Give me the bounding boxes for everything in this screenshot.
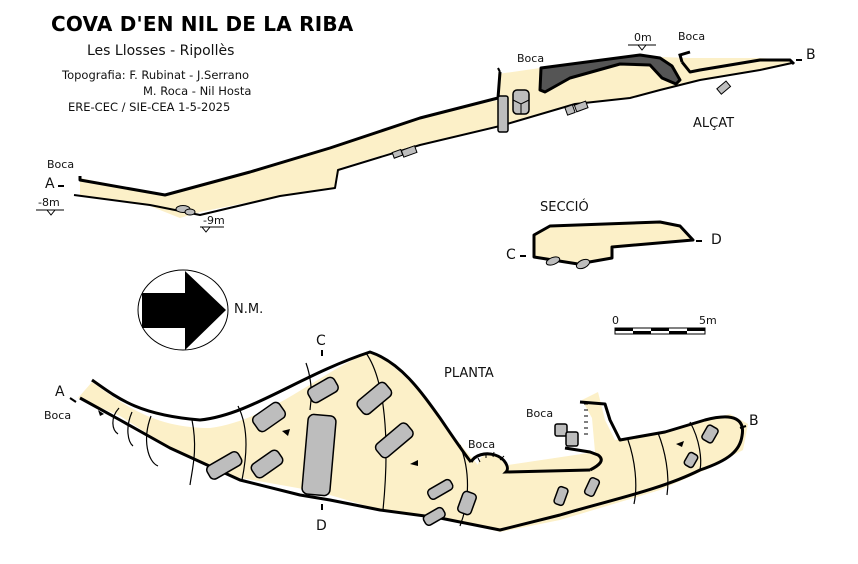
section-point-c: C <box>506 247 516 263</box>
plan-point-d: D <box>316 518 327 534</box>
organization-date: ERE-CEC / SIE-CEA 1-5-2025 <box>68 100 231 114</box>
survey-location: Les Llosses - Ripollès <box>87 43 235 59</box>
north-label: N.M. <box>234 302 264 317</box>
scale-start-label: 0 <box>612 314 619 327</box>
plan-label: PLANTA <box>444 366 494 381</box>
plan-entrance-label-3: Boca <box>526 407 554 420</box>
elevation-profile <box>36 44 802 233</box>
depth-marker-0m-icon <box>628 44 656 51</box>
elevation-point-a: A <box>45 176 55 192</box>
depth-label-minus8m: -8m <box>38 196 60 209</box>
plan-point-a: A <box>55 384 65 400</box>
elevation-entrance-label-3: Boca <box>47 158 75 171</box>
plan-entrance-label-1: Boca <box>44 409 72 422</box>
topography-credits-line1: Topografia: F. Rubinat - J.Serrano <box>62 68 250 82</box>
elevation-entrance-label-2: Boca <box>678 30 706 43</box>
elevation-point-b: B <box>806 47 816 63</box>
scale-bar <box>614 327 706 335</box>
cross-section <box>520 220 702 270</box>
section-label: SECCIÓ <box>540 200 589 215</box>
north-arrow-icon <box>137 269 229 351</box>
survey-title: COVA D'EN NIL DE LA RIBA <box>51 12 354 36</box>
plan-entrance-label-2: Boca <box>468 438 496 451</box>
plan-view <box>69 350 748 532</box>
elevation-entrance-label-1: Boca <box>517 52 545 65</box>
section-point-d: D <box>711 232 722 248</box>
plan-point-b: B <box>749 413 759 429</box>
plan-point-c: C <box>316 333 326 349</box>
scale-end-label: 5m <box>699 314 717 327</box>
depth-marker-minus9m-icon <box>200 226 224 233</box>
depth-label-0m: 0m <box>634 31 652 44</box>
depth-label-minus9m: -9m <box>203 214 225 227</box>
depth-marker-minus8m-icon <box>36 209 64 216</box>
elevation-label: ALÇAT <box>693 116 735 131</box>
topography-credits-line2: M. Roca - Nil Hosta <box>143 84 252 98</box>
